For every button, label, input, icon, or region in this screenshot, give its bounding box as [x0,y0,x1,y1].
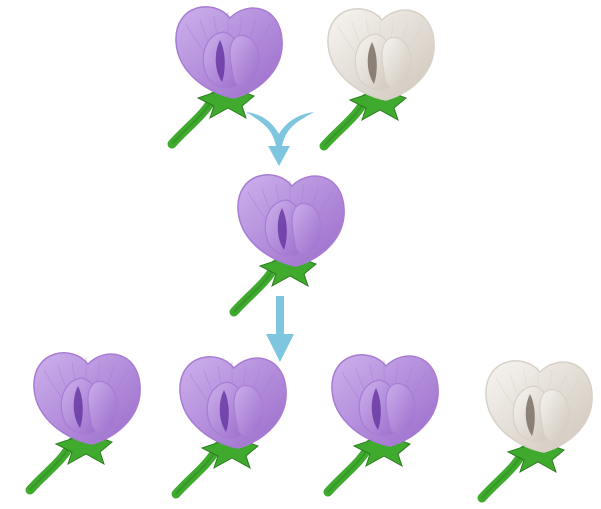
f2-flower-2-purple [176,357,286,494]
merge-arrow-icon [246,112,314,166]
f1-flower-purple [234,175,344,312]
parent-flower-white [324,9,434,146]
f2-flower-1-purple [30,353,140,490]
down-arrow-icon [266,296,294,362]
f2-flower-4-white [482,361,592,498]
f2-flower-3-purple [328,355,438,492]
